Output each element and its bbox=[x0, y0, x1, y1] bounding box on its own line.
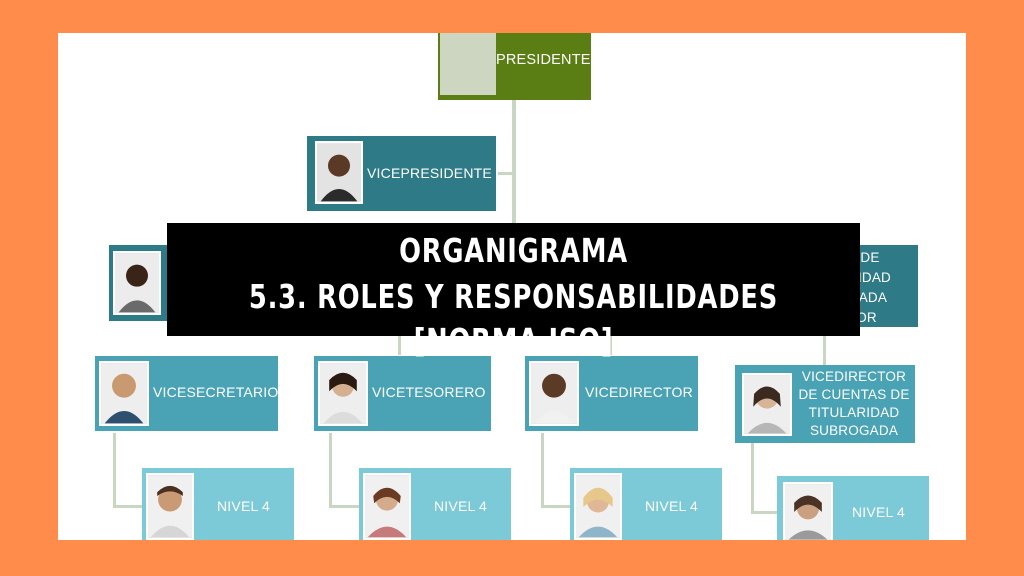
vicedirector-cuentas-node: VICEDIRECTOR DE CUENTAS DE TITULARIDAD S… bbox=[735, 365, 915, 443]
photo-placeholder bbox=[440, 33, 496, 95]
connector-line bbox=[541, 505, 571, 508]
person-photo-icon bbox=[99, 361, 149, 426]
connector-line bbox=[329, 433, 332, 508]
connector-line bbox=[751, 511, 777, 514]
level4-node: NIVEL 4 bbox=[359, 468, 511, 540]
title-banner: ORGANIGRAMA 5.3. ROLES Y RESPONSABILIDAD… bbox=[167, 223, 860, 360]
person-photo-icon bbox=[318, 361, 368, 426]
person-photo-icon bbox=[146, 473, 194, 540]
connector-line bbox=[329, 505, 359, 508]
level4-node: NIVEL 4 bbox=[570, 468, 722, 540]
vicetesorero-label: VICETESORERO bbox=[372, 384, 486, 400]
person-photo-icon bbox=[363, 473, 411, 540]
title-line-1: ORGANIGRAMA bbox=[399, 231, 628, 270]
level4-label: NIVEL 4 bbox=[217, 498, 271, 514]
level4-node: NIVEL 4 bbox=[777, 476, 929, 540]
level4-label: NIVEL 4 bbox=[645, 498, 699, 514]
vicedirector-cuentas-label: VICEDIRECTOR DE CUENTAS DE TITULARIDAD S… bbox=[798, 369, 910, 438]
president-node: PRESIDENTE bbox=[438, 33, 591, 100]
vicesecretario-node: VICESECRETARIO bbox=[95, 356, 278, 431]
connector-line bbox=[512, 100, 516, 300]
connector-line bbox=[113, 433, 116, 508]
person-photo-icon bbox=[315, 141, 363, 204]
connector-line bbox=[498, 172, 514, 175]
connector-line bbox=[823, 333, 826, 365]
connector-line bbox=[541, 433, 544, 508]
vicesecretario-label: VICESECRETARIO bbox=[153, 384, 279, 400]
title-line-2: 5.3. ROLES Y RESPONSABILIDADES [NORMA IS… bbox=[248, 277, 779, 360]
person-photo-icon bbox=[783, 482, 833, 540]
connector-line bbox=[398, 333, 401, 355]
level4-label: NIVEL 4 bbox=[434, 498, 488, 514]
vicetesorero-node: VICETESORERO bbox=[314, 356, 491, 431]
vicedirector-node: VICEDIRECTOR bbox=[525, 356, 698, 431]
connector-line bbox=[751, 443, 754, 513]
vicepresident-node: VICEPRESIDENTE bbox=[307, 136, 496, 211]
vicedirector-label: VICEDIRECTOR bbox=[585, 384, 693, 400]
person-photo-icon bbox=[742, 373, 792, 436]
org-chart-canvas: PRESIDENTE VICEPRESIDENTE A DE RIDAD GAD… bbox=[58, 33, 966, 540]
connector-line bbox=[609, 333, 612, 355]
person-photo-icon bbox=[529, 361, 579, 426]
connector-line bbox=[113, 505, 143, 508]
level4-label: NIVEL 4 bbox=[852, 504, 906, 520]
person-photo-icon bbox=[574, 473, 622, 540]
vicepresident-label: VICEPRESIDENTE bbox=[367, 165, 492, 181]
level4-node: NIVEL 4 bbox=[142, 468, 294, 540]
person-photo-icon bbox=[113, 251, 161, 315]
president-label: PRESIDENTE bbox=[496, 52, 591, 68]
